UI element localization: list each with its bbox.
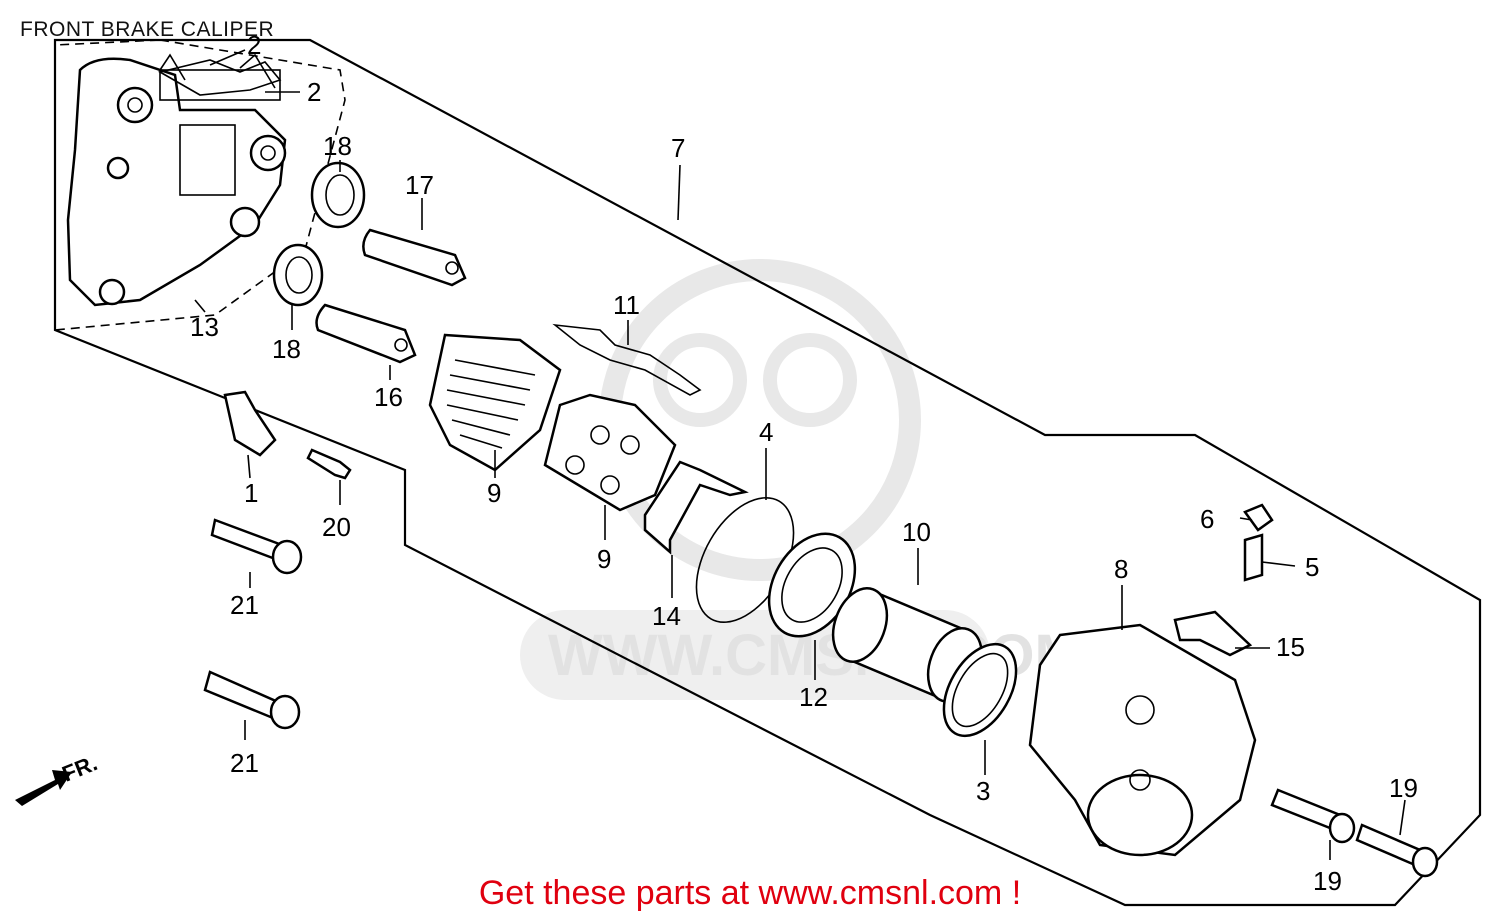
direction-marker: FR. [15,750,101,806]
callout-19-left: 19 [1313,866,1342,896]
pad-spring-11 [552,323,702,396]
bolt-21-upper [210,518,303,575]
brake-pad-outer [428,333,562,472]
forward-arrow-icon [15,770,72,806]
callout-10: 10 [902,517,931,547]
callout-15: 15 [1276,632,1305,662]
callout-16: 16 [374,382,403,412]
brake-pad-inner [543,393,677,512]
pad-retainer-15 [1173,610,1253,657]
bolt-19-left [1270,788,1356,844]
hose-clip-1 [223,390,277,457]
callout-1: 1 [244,478,258,508]
callout-19-right: 19 [1389,773,1418,803]
piston-10 [831,587,984,703]
callout-21-upper: 21 [230,590,259,620]
pin-16 [315,303,417,364]
callout-14: 14 [652,601,681,631]
footer-promo: Get these parts at www.cmsnl.com ! [478,874,1022,912]
callout-labels: 2 2 7 18 17 13 18 11 16 4 1 9 20 9 10 6 … [190,30,1418,896]
callout-9-upper: 9 [487,478,501,508]
page-title: FRONT BRAKE CALIPER [20,18,275,41]
pad-shim-14 [643,460,749,555]
callout-5: 5 [1305,552,1319,582]
callout-9-lower: 9 [597,544,611,574]
bleeder-cap-6 [1243,503,1274,532]
callout-7: 7 [671,133,685,163]
callout-2-upper: 2 [247,30,261,60]
callout-18-lower: 18 [272,334,301,364]
boot-upper [310,161,366,229]
callout-8: 8 [1114,554,1128,584]
callout-18-upper: 18 [323,131,352,161]
callout-21-lower: 21 [230,748,259,778]
callout-11: 11 [613,290,640,320]
leader-lines [194,49,1406,860]
caliper-bracket [54,39,346,331]
bolt-19-right [1355,823,1439,878]
assembly-boundary-7 [53,38,1482,907]
boot-lower [272,243,324,307]
callout-2-right: 2 [307,77,321,107]
direction-label: FR. [59,750,101,786]
piston-seal-12 [767,532,857,638]
screw-20 [306,448,352,480]
pin-17 [362,228,467,287]
ring-3 [942,642,1018,738]
bolt-21-lower [203,670,301,730]
callout-3: 3 [976,776,990,806]
caliper-body-8 [1028,623,1257,857]
callout-20: 20 [322,512,351,542]
bleeder-valve-5 [1243,533,1264,582]
callout-13: 13 [190,312,219,342]
callout-6: 6 [1200,504,1214,534]
callout-4: 4 [759,417,773,447]
callout-12: 12 [799,682,828,712]
callout-17: 17 [405,170,434,200]
